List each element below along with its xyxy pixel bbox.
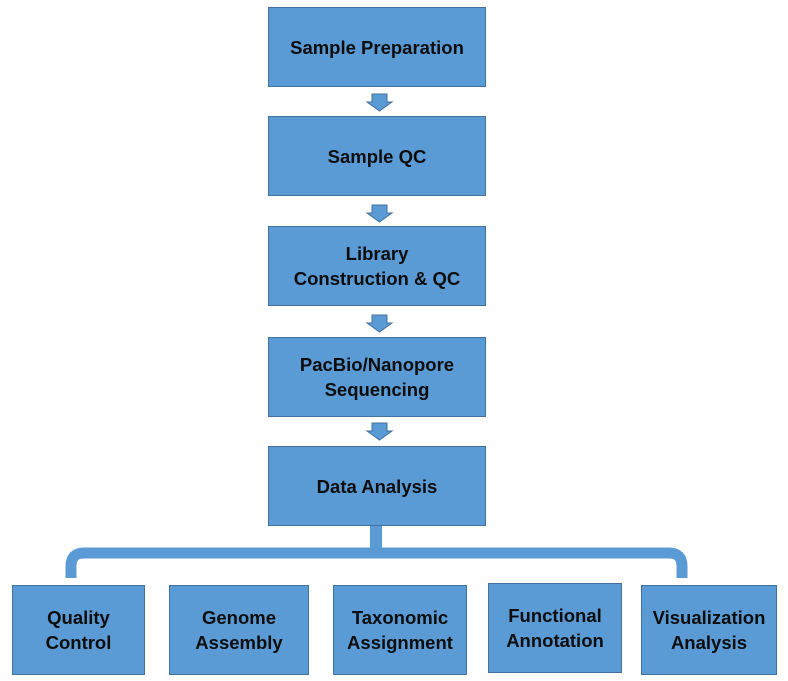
analysis-quality-control: Quality Control: [12, 585, 145, 675]
analysis-label: Taxonomic Assignment: [347, 607, 453, 653]
step-pacbio-nanopore-sequencing: PacBio/Nanopore Sequencing: [268, 337, 486, 417]
step-label: Sample Preparation: [290, 36, 464, 58]
step-sample-preparation: Sample Preparation: [268, 7, 486, 87]
analysis-genome-assembly: Genome Assembly: [169, 585, 309, 675]
step-label: Sample QC: [327, 145, 427, 167]
down-arrow-2: [365, 204, 394, 223]
branch-bracket: [65, 526, 688, 578]
analysis-functional-annotation: Functional Annotation: [488, 583, 622, 673]
down-arrow-3: [365, 314, 394, 333]
down-arrow-1: [365, 93, 394, 112]
down-arrow-4: [365, 422, 394, 441]
step-library-construction-qc: Library Construction & QC: [268, 226, 486, 306]
analysis-taxonomic-assignment: Taxonomic Assignment: [333, 585, 467, 675]
step-label: Library Construction & QC: [293, 243, 461, 289]
analysis-visualization-analysis: Visualization Analysis: [641, 585, 777, 675]
step-label: Data Analysis: [316, 475, 438, 497]
step-sample-qc: Sample QC: [268, 116, 486, 196]
step-label: PacBio/Nanopore Sequencing: [299, 354, 455, 400]
analysis-label: Genome Assembly: [195, 607, 283, 653]
analysis-label: Visualization Analysis: [652, 607, 766, 653]
analysis-label: Functional Annotation: [506, 605, 604, 651]
analysis-label: Quality Control: [45, 607, 112, 653]
step-data-analysis: Data Analysis: [268, 446, 486, 526]
